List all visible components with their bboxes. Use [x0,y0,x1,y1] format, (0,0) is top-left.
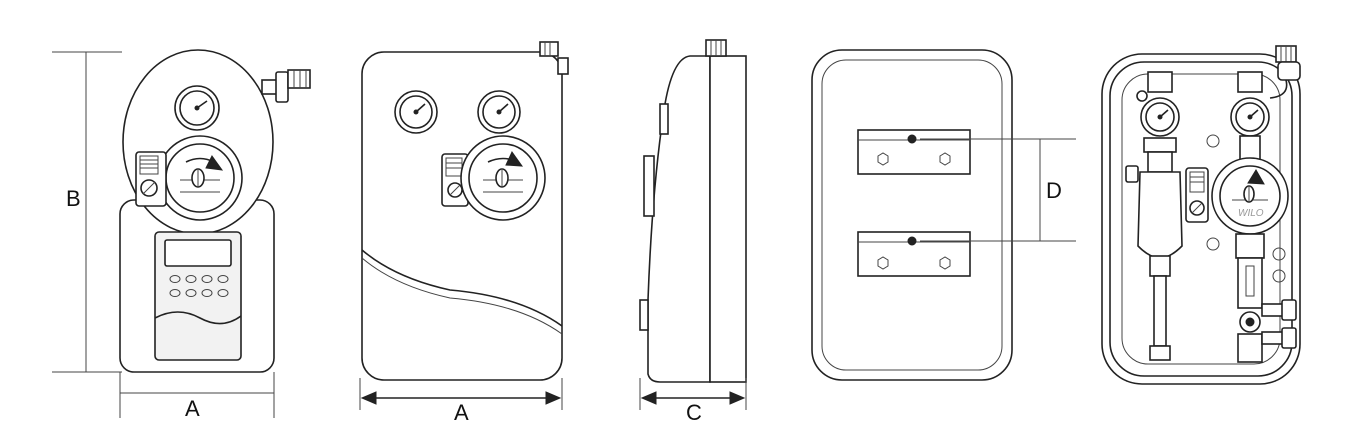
dimension-a-front: A [119,372,275,421]
cover-gauge-left [394,90,438,134]
dimension-a-cover-label: A [454,400,469,425]
dimension-c: C [639,378,747,425]
return-line-column [1125,71,1183,361]
dimension-a-front-label: A [185,396,200,421]
flow-line-column: WILO [1211,71,1297,363]
back-outer-frame [811,49,1013,381]
dimension-b: B [52,51,122,373]
mounting-holes [1206,134,1286,283]
side-view: C [639,39,747,425]
safety-valve [261,69,311,103]
cover-shell [361,51,563,381]
controller-buttons [169,275,229,297]
cover-valve [539,41,569,75]
internal-side-box [1185,167,1209,223]
front-view-cover: A [359,41,569,425]
front-view-controller: B A [52,49,311,421]
side-profile [647,55,711,383]
cover-side-box [441,153,469,207]
pump-brand-label: WILO [1238,208,1264,219]
bracket-top [857,129,971,175]
dimension-b-label: B [66,186,81,211]
dimension-a-cover: A [359,378,563,425]
dimension-d: D [920,138,1076,242]
dimension-c-label: C [686,400,702,425]
internal-frame-outer [1101,53,1301,385]
back-view: D [811,49,1076,381]
internal-top-valve [1269,45,1301,99]
solar-controller [154,231,242,361]
thermometer-gauge [174,85,220,131]
dimension-d-label: D [1046,178,1062,203]
internal-view: WILO [1101,45,1301,385]
cover-gauge-right [477,90,521,134]
side-control-box [135,151,167,207]
cover-pump [460,135,546,221]
circulation-pump [157,135,243,221]
bracket-bottom [857,231,971,277]
